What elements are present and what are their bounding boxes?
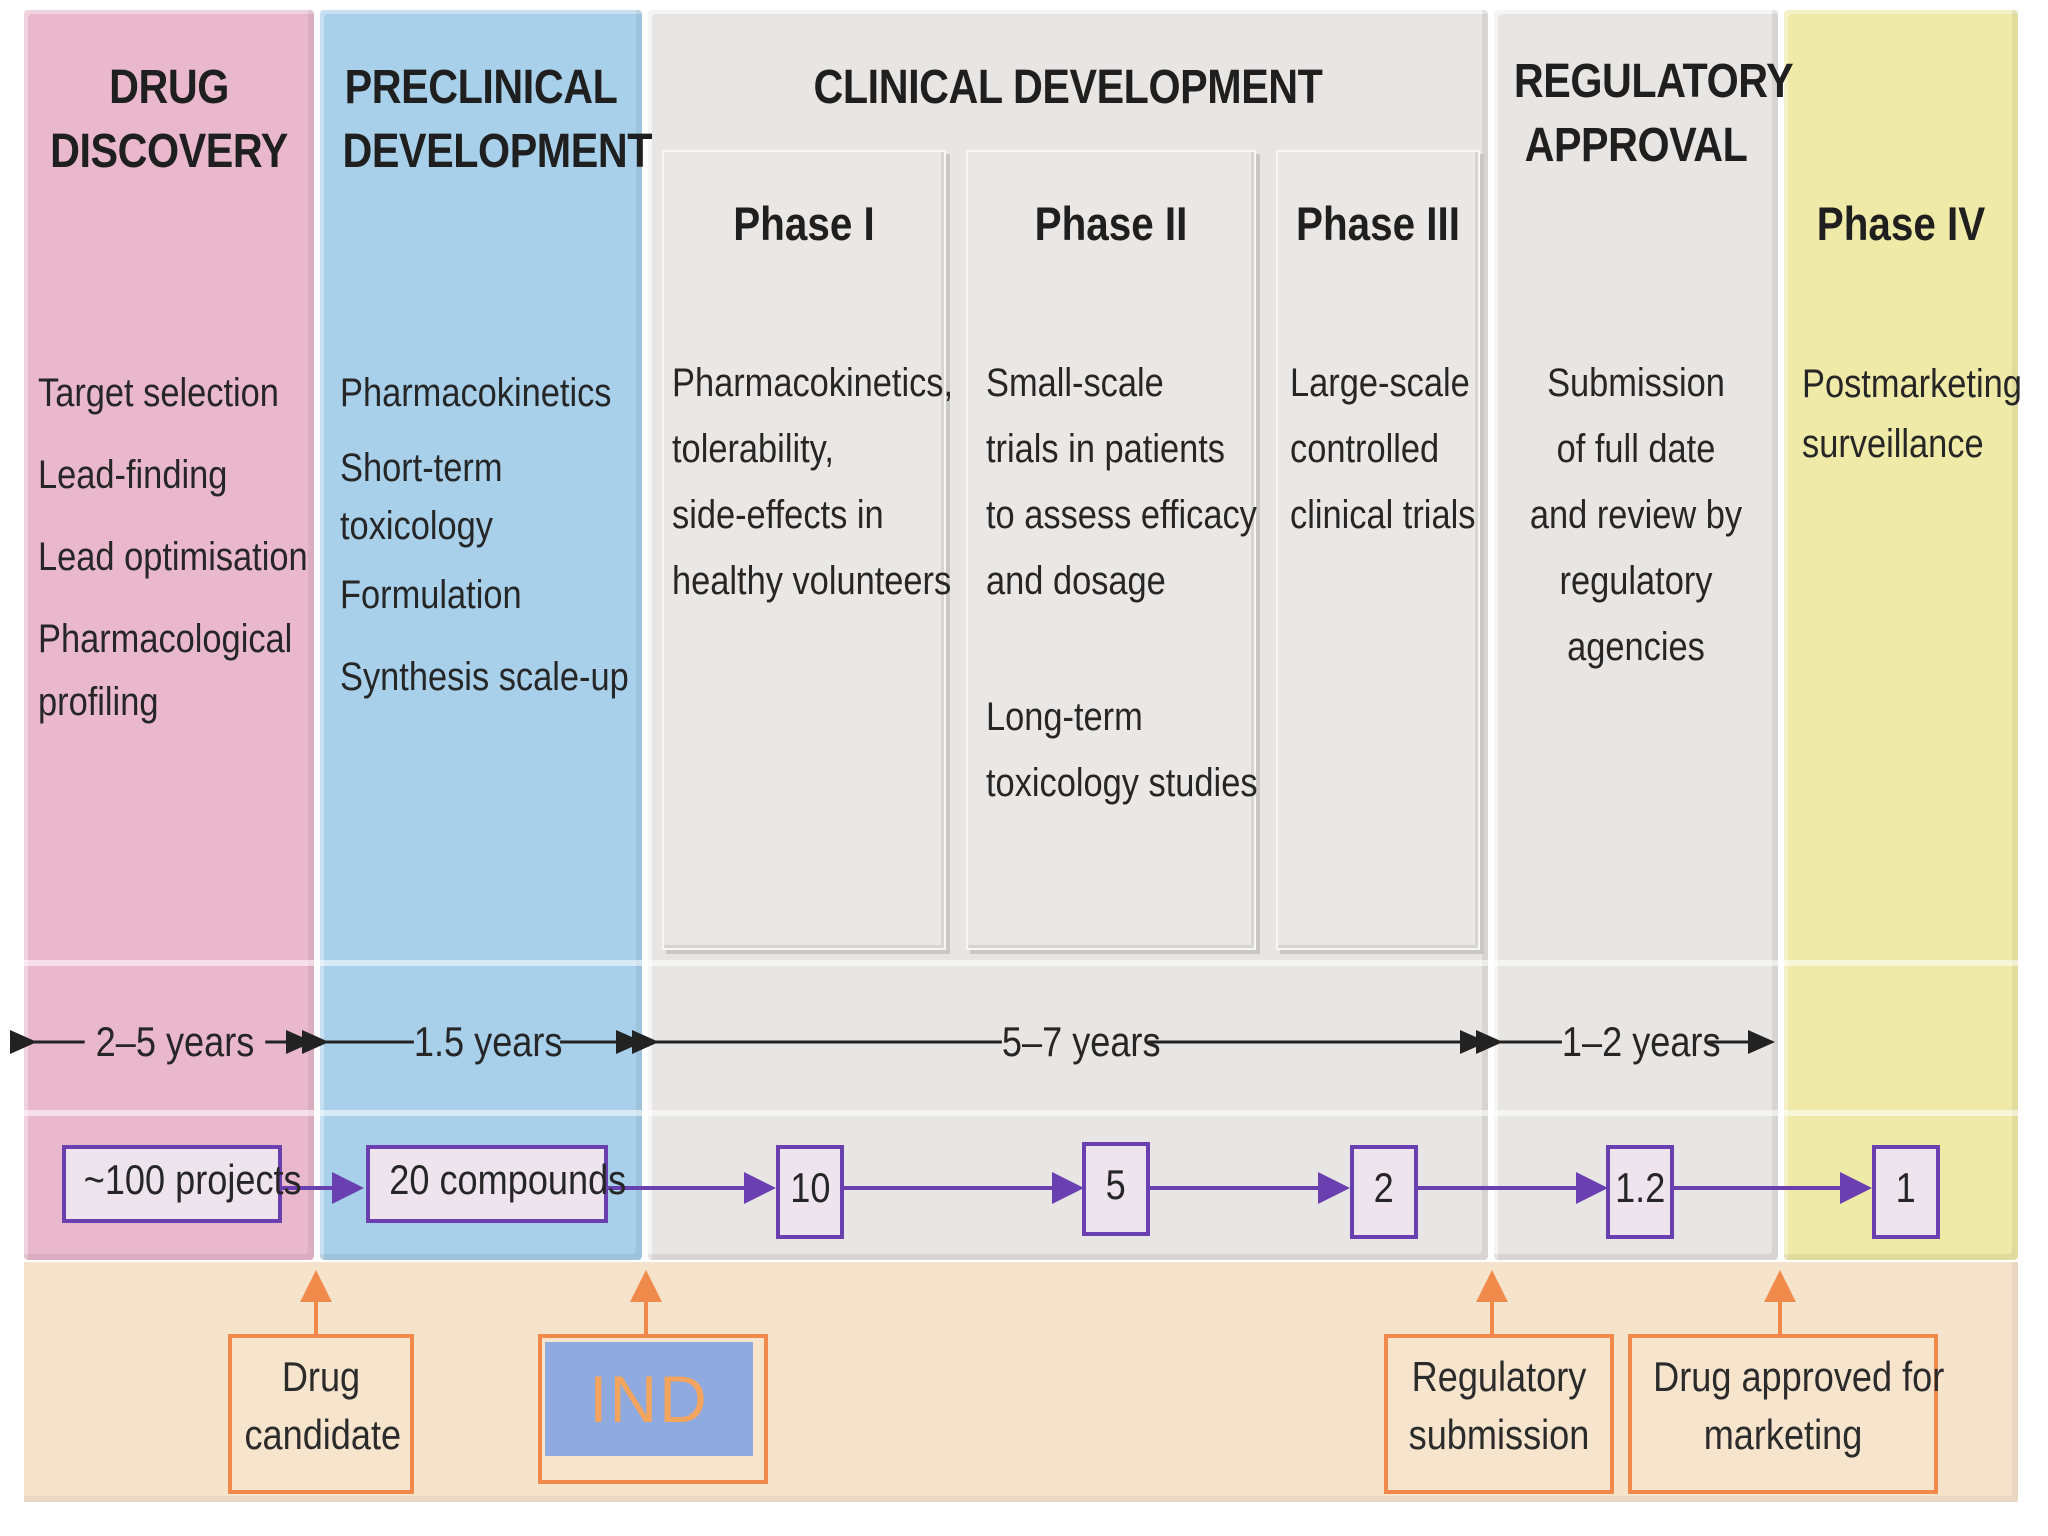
- activity-pharmacological: Pharmacological: [38, 617, 293, 661]
- preclinical-title: PRECLINICAL DEVELOPMENT: [342, 61, 653, 178]
- regulatory-description: Submission of full date and review by re…: [1529, 361, 1743, 669]
- activity-target-selection: Target selection: [38, 371, 279, 415]
- phase2-panel: [966, 150, 1256, 950]
- activity-pharmacokinetics: Pharmacokinetics: [340, 371, 612, 415]
- activity-profiling: profiling: [38, 680, 159, 724]
- phase1-description: Pharmacokinetics, tolerability, side-eff…: [672, 361, 954, 603]
- count-row-separator: [24, 1110, 2018, 1116]
- discovery-activities: Target selection Lead-finding Lead optim…: [38, 352, 330, 732]
- clinical-duration-label: 5–7 years: [1001, 1018, 1161, 1065]
- duration-row-separator: [24, 960, 2018, 966]
- phase1-panel: [662, 150, 946, 950]
- activity-lead-finding: Lead-finding: [38, 453, 228, 497]
- drug-discovery-title: DRUG DISCOVERY: [50, 61, 288, 178]
- milestone-regulatory-submission: Regulatory submission: [1384, 1334, 1614, 1494]
- phase3-title: Phase III: [1295, 197, 1461, 250]
- discovery-duration-label: 2–5 years: [84, 1020, 266, 1064]
- count-phase4: 1: [1872, 1145, 1940, 1239]
- phase1-title: Phase I: [733, 197, 875, 250]
- activity-formulation: Formulation: [340, 573, 522, 617]
- preclinical-duration-label: 1.5 years: [413, 1018, 563, 1065]
- count-regulatory: 1.2: [1606, 1145, 1674, 1239]
- preclinical-activities: Pharmacokinetics Short-term toxicology F…: [340, 352, 632, 718]
- count-phase1: 10: [776, 1145, 844, 1239]
- activity-lead-optimisation: Lead optimisation: [38, 535, 308, 579]
- phase3-description: Large-scale controlled clinical trials: [1290, 361, 1476, 537]
- clinical-development-title: CLINICAL DEVELOPMENT: [813, 61, 1323, 114]
- milestone-drug-approved: Drug approved for marketing: [1628, 1334, 1944, 1494]
- phase4-description: Postmarketing surveillance: [1802, 362, 2022, 466]
- count-phase2: 5: [1082, 1142, 1150, 1236]
- regulatory-approval-title: REGULATORY APPROVAL: [1513, 55, 1794, 172]
- milestone-drug-candidate: Drug candidate: [228, 1334, 414, 1494]
- count-projects: ~100 projects: [62, 1145, 302, 1223]
- phase4-column: [1784, 10, 2018, 1260]
- phase4-title: Phase IV: [1816, 197, 1986, 250]
- activity-toxicology: toxicology: [340, 504, 493, 548]
- phase2-description: Small-scale trials in patients to assess…: [986, 361, 1258, 805]
- phase3-panel: [1276, 150, 1480, 950]
- count-phase3: 2: [1350, 1145, 1418, 1239]
- activity-short-term: Short-term: [340, 446, 503, 490]
- regulatory-duration-label: 1–2 years: [1561, 1018, 1721, 1065]
- milestone-ind: IND: [545, 1342, 753, 1456]
- count-compounds: 20 compounds: [366, 1145, 626, 1223]
- phase2-title: Phase II: [1034, 197, 1188, 250]
- activity-synthesis-scale-up: Synthesis scale-up: [340, 655, 629, 699]
